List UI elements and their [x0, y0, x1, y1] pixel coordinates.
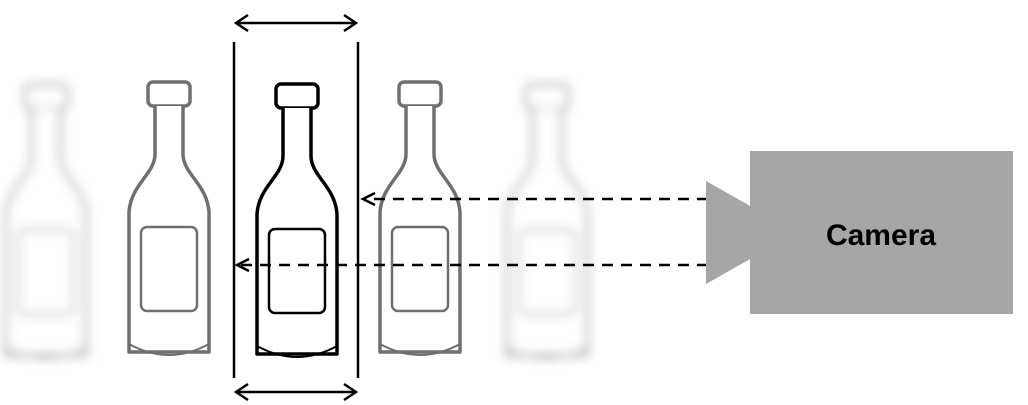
camera-ray-upper	[360, 191, 708, 207]
bottle-far-right	[507, 85, 587, 358]
bottom-width-arrow	[233, 382, 359, 402]
bottle-far-left	[6, 85, 86, 358]
camera-lens	[706, 181, 752, 284]
camera: Camera	[706, 151, 1013, 314]
top-width-arrow	[233, 13, 359, 33]
bottle-left	[127, 80, 211, 357]
bottle-center	[255, 82, 339, 359]
camera-body	[750, 151, 1013, 314]
bottle-right	[378, 80, 462, 357]
camera-ray-lower	[234, 257, 708, 273]
camera-label: Camera	[826, 219, 936, 252]
